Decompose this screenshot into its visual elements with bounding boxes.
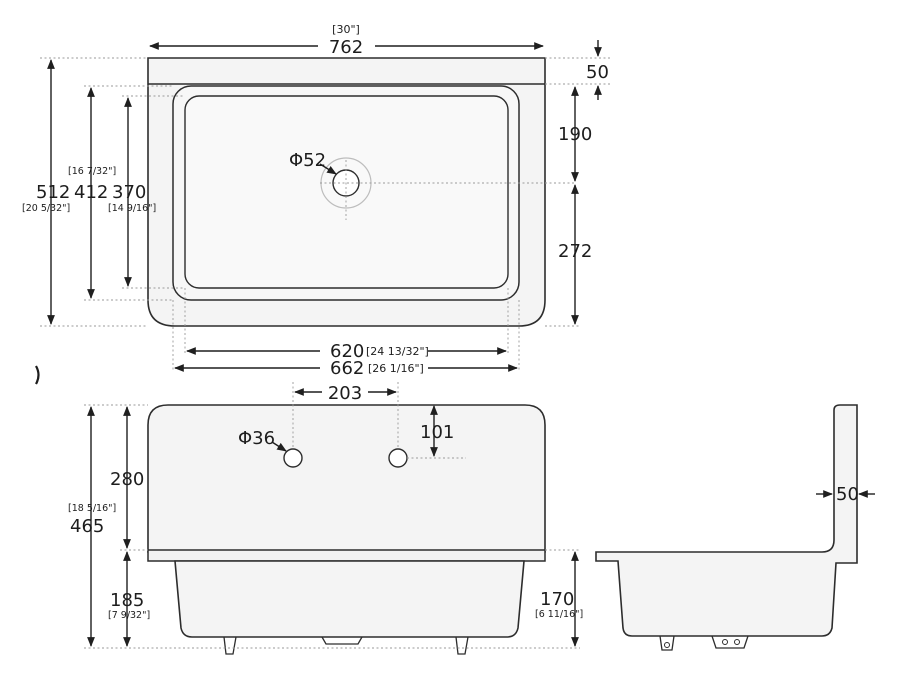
backsplash — [147, 404, 546, 553]
dim-512-inch: [20 5/32"] — [22, 203, 70, 214]
hole-leader-arrow — [271, 441, 287, 452]
side-profile — [595, 404, 858, 637]
drain-diameter-label: Φ52 — [289, 150, 326, 171]
dim-412-mm: 412 — [74, 182, 108, 203]
drain-leader-arrow — [319, 163, 337, 175]
dim-620-mm: 620 — [330, 341, 364, 362]
edge-mark — [35, 365, 40, 385]
side-fitting-hole-a — [722, 639, 728, 645]
dim-412-inch: [16 7/32"] — [68, 166, 116, 177]
dim-370-inch: [14 9/16"] — [108, 203, 156, 214]
dim-465-mm: 465 — [70, 516, 104, 537]
dim-620-inch: [24 13/32"] — [366, 345, 429, 358]
hole-diameter-label: Φ36 — [238, 428, 275, 449]
front-leg-right — [455, 636, 469, 655]
front-view: 203 101 Φ36 280 [18 5/16"] 465 185 [7 9/… — [68, 382, 583, 655]
dim-side-50: 50 — [836, 484, 859, 505]
dim-50-back: 50 — [586, 62, 609, 83]
dim-762-mm: 762 — [329, 37, 363, 58]
side-bracket-left — [659, 635, 675, 651]
front-bowl — [174, 560, 525, 638]
front-drain-bump — [321, 636, 363, 645]
dim-762-inch: [30"] — [332, 23, 360, 36]
side-view: 50 — [595, 404, 875, 651]
dim-170-inch: [6 11/16"] — [535, 609, 583, 620]
faucet-hole-left — [283, 448, 303, 468]
side-drain-fitting — [711, 635, 749, 649]
dim-662-mm: 662 — [330, 358, 364, 379]
dim-101: 101 — [420, 422, 454, 443]
dim-170-mm: 170 — [540, 589, 574, 610]
dim-662-inch: [26 1/16"] — [368, 362, 424, 375]
dim-185-inch: [7 9/32"] — [108, 610, 150, 621]
top-view: [30"] 762 50 190 272 Φ52 512 [20 5/32"] … — [22, 23, 612, 379]
dim-203: 203 — [328, 383, 362, 404]
front-rim — [147, 549, 546, 562]
dim-272: 272 — [558, 241, 592, 262]
dim-190: 190 — [558, 124, 592, 145]
dim-465-inch: [18 5/16"] — [68, 503, 116, 514]
faucet-hole-right — [388, 448, 408, 468]
dim-370-mm: 370 — [112, 182, 146, 203]
front-leg-left — [223, 636, 237, 655]
dim-512-mm: 512 — [36, 182, 70, 203]
dim-280: 280 — [110, 469, 144, 490]
side-fitting-hole-b — [734, 639, 740, 645]
dim-185-mm: 185 — [110, 590, 144, 611]
side-bracket-left-hole — [664, 642, 670, 648]
